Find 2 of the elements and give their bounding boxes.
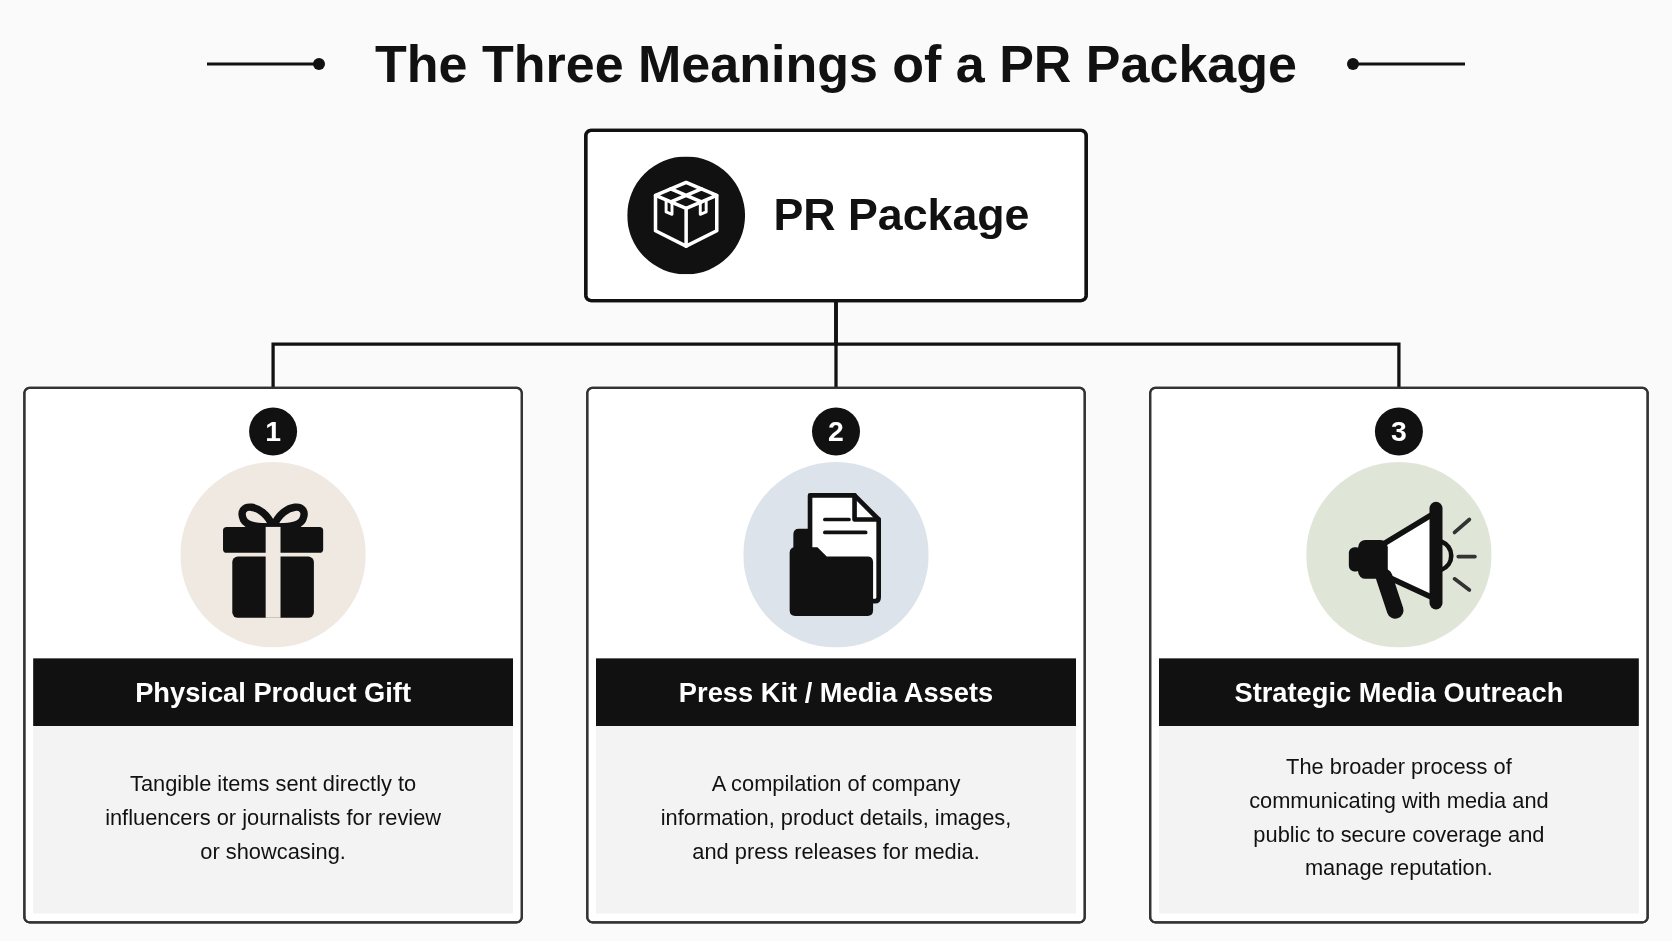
diagram-title: The Three Meanings of a PR Package <box>375 34 1297 94</box>
connector <box>834 300 1401 388</box>
